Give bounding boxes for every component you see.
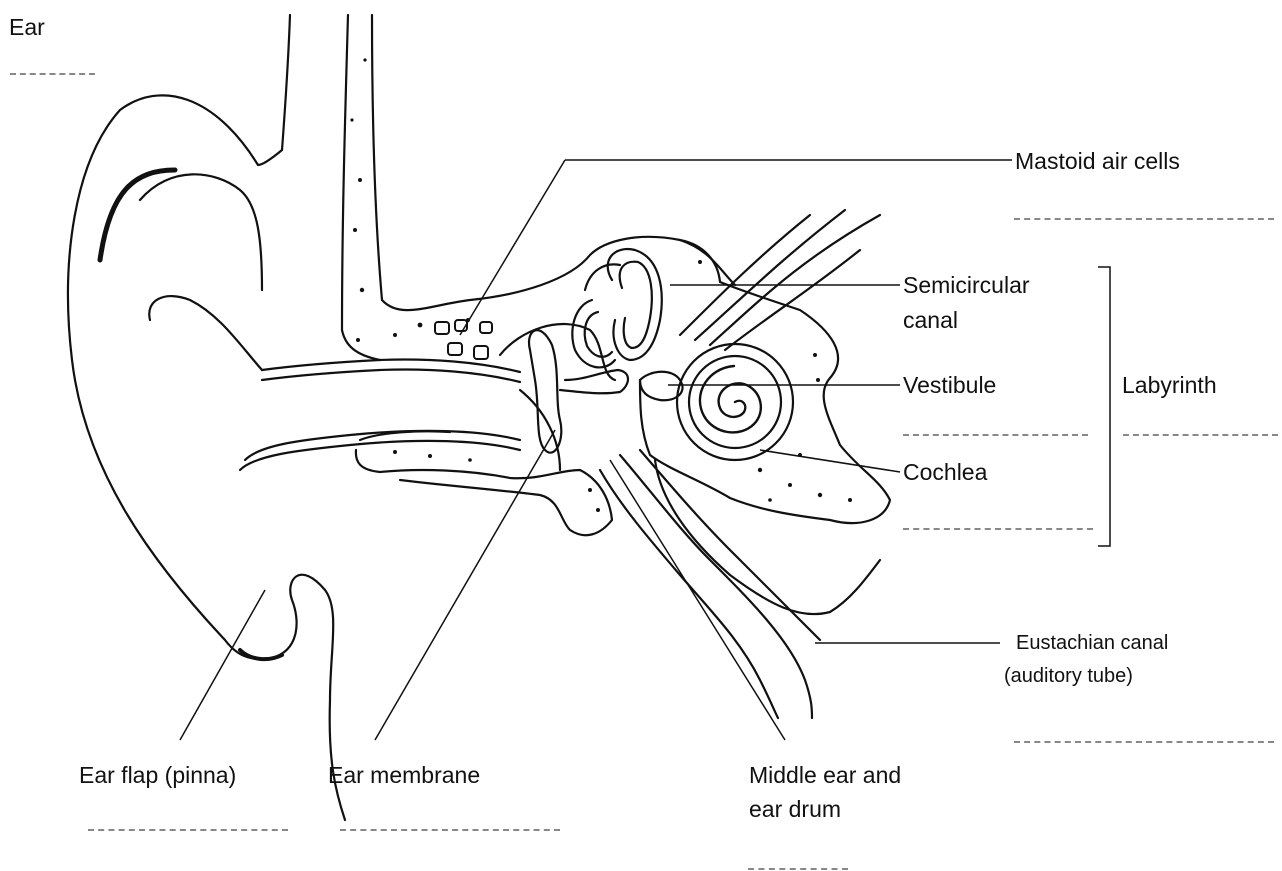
temporal-bone-lower xyxy=(356,450,612,535)
malleus xyxy=(529,330,561,452)
blank-line-mastoid xyxy=(1014,218,1274,220)
skull-bone-right xyxy=(372,15,735,310)
label-ear-membrane: Ear membrane xyxy=(328,760,480,790)
auditory-nerve xyxy=(680,210,880,350)
petrous-bone xyxy=(640,240,890,523)
vestibule xyxy=(640,372,683,401)
ear-canal-top xyxy=(262,370,520,383)
blank-line-eustachian xyxy=(1014,741,1274,743)
pinna-antihelix xyxy=(149,296,262,370)
leader-cochlea xyxy=(760,450,900,472)
leader-ear-flap xyxy=(180,590,265,740)
leader-ear-membrane xyxy=(375,430,555,740)
ear-drum xyxy=(520,390,560,470)
leader-middle-ear xyxy=(610,460,785,740)
blank-line-vestibule xyxy=(903,434,1088,436)
label-middle-ear-line1: Middle ear and xyxy=(749,760,901,790)
label-middle-ear-line2: ear drum xyxy=(749,794,841,824)
diagram-title: Ear xyxy=(9,12,45,42)
label-vestibule: Vestibule xyxy=(903,370,996,400)
semicircular-canal-3 xyxy=(585,264,620,290)
label-ear-flap: Ear flap (pinna) xyxy=(79,760,236,790)
cochlea-spiral xyxy=(700,366,761,432)
labyrinth-bracket xyxy=(1098,267,1110,546)
blank-line-middle-ear xyxy=(748,868,848,870)
blank-line-title xyxy=(10,73,95,75)
blank-line-cochlea xyxy=(903,528,1093,530)
eustachian-tube xyxy=(620,455,812,718)
label-labyrinth: Labyrinth xyxy=(1122,370,1217,400)
pinna-helix xyxy=(100,170,175,260)
label-eustachian-line2: (auditory tube) xyxy=(1004,663,1133,689)
semicircular-canal-1 xyxy=(608,249,662,360)
pinna-outline xyxy=(68,15,345,820)
blank-line-labyrinth xyxy=(1123,434,1278,436)
label-semicircular-line1: Semicircular xyxy=(903,270,1030,300)
label-cochlea: Cochlea xyxy=(903,457,987,487)
leader-mastoid xyxy=(460,160,565,335)
label-mastoid-air-cells: Mastoid air cells xyxy=(1015,146,1180,176)
blank-line-ear-membrane xyxy=(340,829,560,831)
label-semicircular-line2: canal xyxy=(903,305,958,335)
label-eustachian-line1: Eustachian canal xyxy=(1016,630,1168,656)
pinna-inner-fold xyxy=(140,174,262,290)
blank-line-ear-flap xyxy=(88,829,288,831)
